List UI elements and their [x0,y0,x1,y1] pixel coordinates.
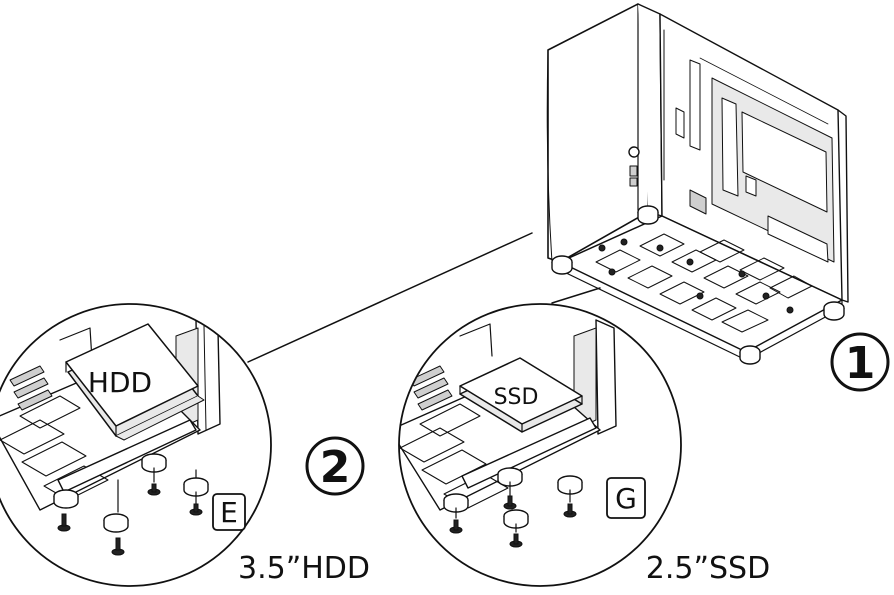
ssd-screws [449,495,577,548]
callout-line-hdd [247,232,533,363]
ssd-detail-circle: SSD G [398,303,682,587]
case-feet [551,205,845,365]
hdd-grommets [53,453,209,533]
ssd-label: SSD [494,385,539,410]
screw-type-g-label: G [606,477,646,519]
hdd-label: HDD [88,366,152,399]
hdd-detail-circle: HDD [0,303,272,587]
screw-letter-e: E [220,496,238,529]
ssd-grommets [443,467,583,529]
callout-line-ssd [551,287,601,304]
pc-case-illustration [546,3,849,365]
screw-letter-g: G [615,482,637,515]
ssd-screw-guides [455,481,571,533]
hdd-screw-guides [117,467,197,513]
screw-type-e-label: E [212,493,246,531]
step-1-badge: 1 [830,332,890,392]
ssd-caption: 2.5”SSD [646,551,770,586]
step-2-badge: 2 [305,436,365,496]
step-2-number: 2 [320,442,351,493]
hdd-screws [57,483,203,556]
hdd-caption: 3.5”HDD [238,551,370,586]
step-1-number: 1 [845,338,876,389]
